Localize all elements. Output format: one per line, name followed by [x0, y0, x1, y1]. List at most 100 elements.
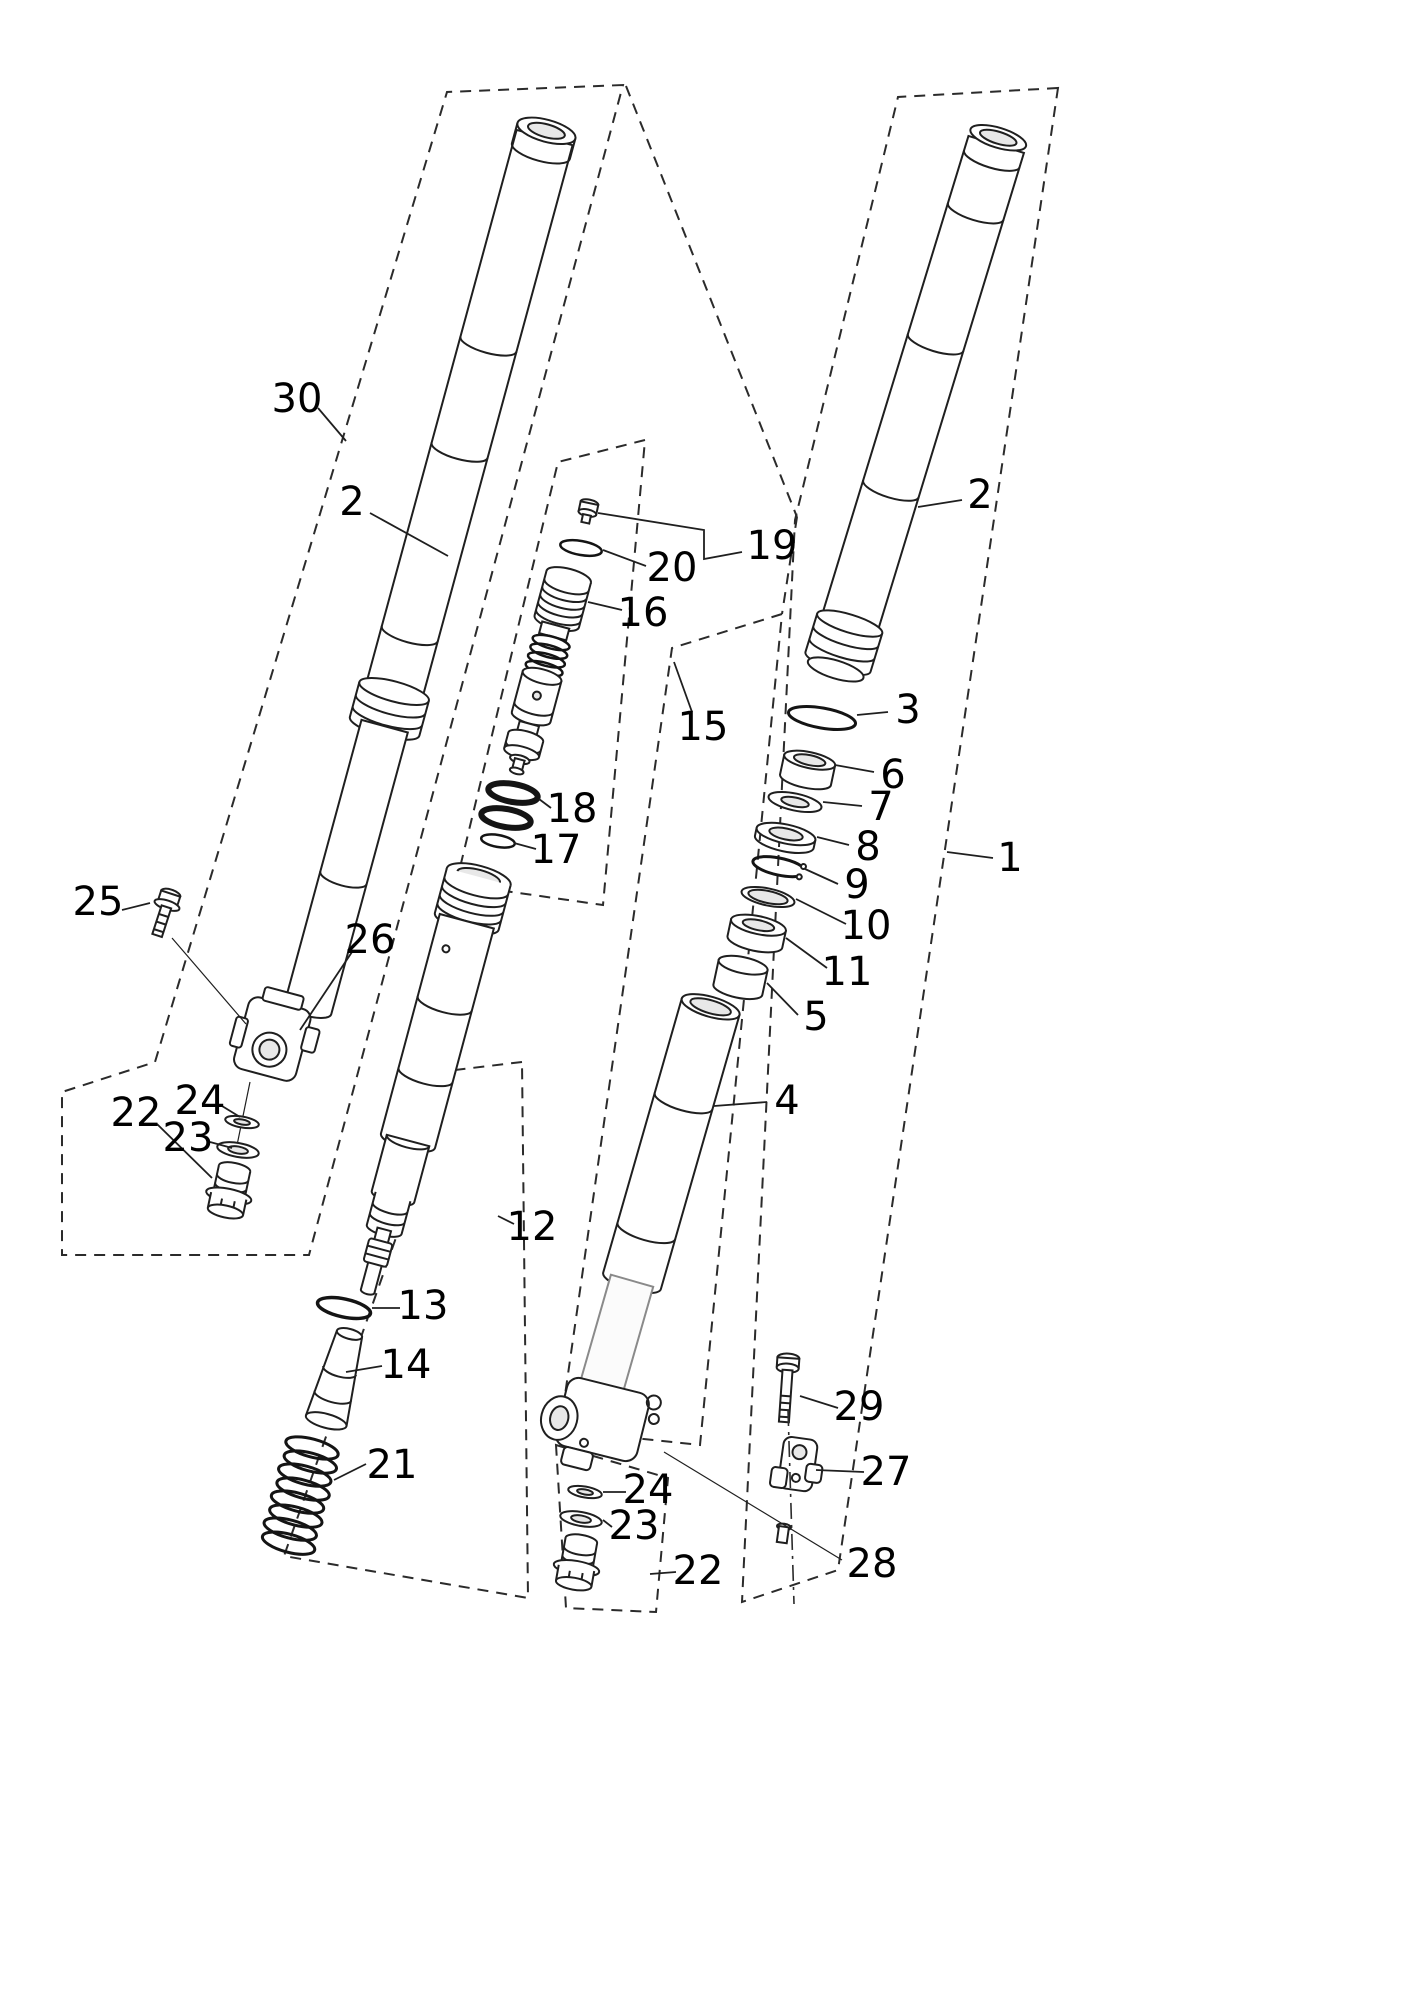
- washer-24-center: [567, 1484, 603, 1500]
- leader-23-left: [209, 1141, 233, 1149]
- part-label-27: 27: [861, 1449, 912, 1495]
- leader-30: [317, 407, 347, 442]
- gasket-23-left: [216, 1141, 260, 1159]
- part-label-16: 16: [618, 590, 669, 636]
- part-label-30: 30: [272, 376, 323, 422]
- leader-22-center: [649, 1571, 677, 1575]
- part-label-29: 29: [834, 1384, 885, 1430]
- leader-4: [713, 1101, 768, 1107]
- damper-top-bolt-20: [577, 498, 600, 525]
- leader-5: [766, 982, 799, 1016]
- part-label-8: 8: [855, 824, 880, 870]
- leader-9: [804, 868, 839, 885]
- part-label-1: 1: [997, 835, 1022, 881]
- left-fork-tube: [283, 116, 577, 1019]
- part-label-3: 3: [895, 687, 920, 733]
- leader-11: [785, 937, 828, 969]
- leader-25: [121, 902, 151, 911]
- bolt-25-axis-line: [171, 937, 247, 1025]
- o-ring-3: [786, 705, 858, 731]
- part-label-26: 26: [345, 917, 396, 963]
- leader-29: [799, 1395, 839, 1409]
- leader-27: [815, 1469, 865, 1473]
- leader-14: [345, 1365, 383, 1373]
- leader-15: [673, 661, 693, 713]
- part-label-19: 19: [747, 523, 798, 569]
- part-label-13: 13: [398, 1283, 449, 1329]
- washer-7: [767, 790, 823, 814]
- fork-spring-21: [260, 1435, 340, 1556]
- assembly-box-1: [740, 86, 1060, 1604]
- spring-guide-14: [304, 1327, 364, 1431]
- part-label-5: 5: [803, 994, 828, 1040]
- gasket-23-center: [559, 1510, 603, 1528]
- drain-bolt-22-center: [552, 1533, 601, 1592]
- part-label-28: 28: [847, 1541, 898, 1587]
- part-label-4: 4: [774, 1078, 799, 1124]
- washer-24-left: [224, 1114, 260, 1130]
- washer-10: [740, 885, 796, 909]
- part-label-12: 12: [507, 1204, 558, 1250]
- part-number-labels: 30 2 25 26 24 23 22 19 20 16 18 17 15 12…: [73, 376, 1023, 1594]
- assembly-box-30: [61, 83, 625, 1256]
- part-label-2-right: 2: [967, 472, 992, 518]
- leader-8: [816, 836, 850, 846]
- axle-clamp: [228, 986, 321, 1082]
- part-label-7: 7: [868, 784, 893, 830]
- oil-seal-8: [753, 821, 817, 854]
- leader-19-bracket: [597, 512, 743, 561]
- part-label-17: 17: [531, 827, 582, 873]
- o-ring-18b: [478, 805, 534, 831]
- o-ring-18a: [485, 780, 541, 806]
- stopper-ring-19: [559, 538, 603, 558]
- part-label-6: 6: [880, 752, 905, 798]
- part-label-18: 18: [547, 786, 598, 832]
- leader-18: [538, 798, 552, 809]
- part-label-20: 20: [647, 545, 698, 591]
- leader-lines: [121, 407, 994, 1575]
- part-label-11: 11: [822, 949, 873, 995]
- leader-1: [946, 851, 994, 859]
- pinch-bolt-25: [151, 887, 182, 939]
- box-connector-line-2: [781, 516, 798, 615]
- leader-2-right: [917, 499, 963, 508]
- part-label-24-center: 24: [623, 1467, 674, 1513]
- axle-housing: [539, 1376, 662, 1472]
- inner-tube-assembly-12: [359, 862, 512, 1296]
- slide-bushing-5: [712, 954, 769, 1001]
- cartridge-box-12: [282, 1060, 530, 1600]
- leader-22-left: [156, 1123, 213, 1179]
- part-label-14: 14: [381, 1342, 432, 1388]
- centerline-28: [787, 1409, 795, 1605]
- subassembly-box-15: [558, 612, 784, 1447]
- rod-ring-13: [315, 1295, 373, 1321]
- outer-tube-4: [580, 993, 741, 1393]
- leader-21: [333, 1463, 367, 1481]
- bottom-parts-box: [554, 1443, 670, 1614]
- part-label-22-left: 22: [111, 1090, 162, 1136]
- leader-2-left: [369, 512, 449, 557]
- damper-rod-assembly-16: [503, 566, 593, 776]
- leader-6: [834, 764, 875, 773]
- part-label-15: 15: [678, 704, 729, 750]
- part-label-9: 9: [844, 862, 869, 908]
- part-label-21: 21: [367, 1442, 418, 1488]
- leader-20: [602, 549, 647, 567]
- part-label-25: 25: [73, 879, 124, 925]
- part-label-2-left: 2: [339, 479, 364, 525]
- leader-16: [587, 601, 623, 611]
- part-label-23-left: 23: [163, 1115, 214, 1161]
- leader-24-left: [221, 1105, 241, 1118]
- leader-7: [822, 801, 863, 807]
- centerline-28-pointer: [663, 1451, 843, 1561]
- bolt-29: [775, 1352, 801, 1424]
- part-label-23-center: 23: [609, 1503, 660, 1549]
- axle-holder-bracket-27: [768, 1435, 824, 1545]
- dust-seal-11: [726, 913, 788, 954]
- leader-17: [513, 842, 537, 850]
- leader-26: [299, 951, 353, 1031]
- bushing-6: [779, 749, 837, 791]
- washer-17: [479, 833, 517, 849]
